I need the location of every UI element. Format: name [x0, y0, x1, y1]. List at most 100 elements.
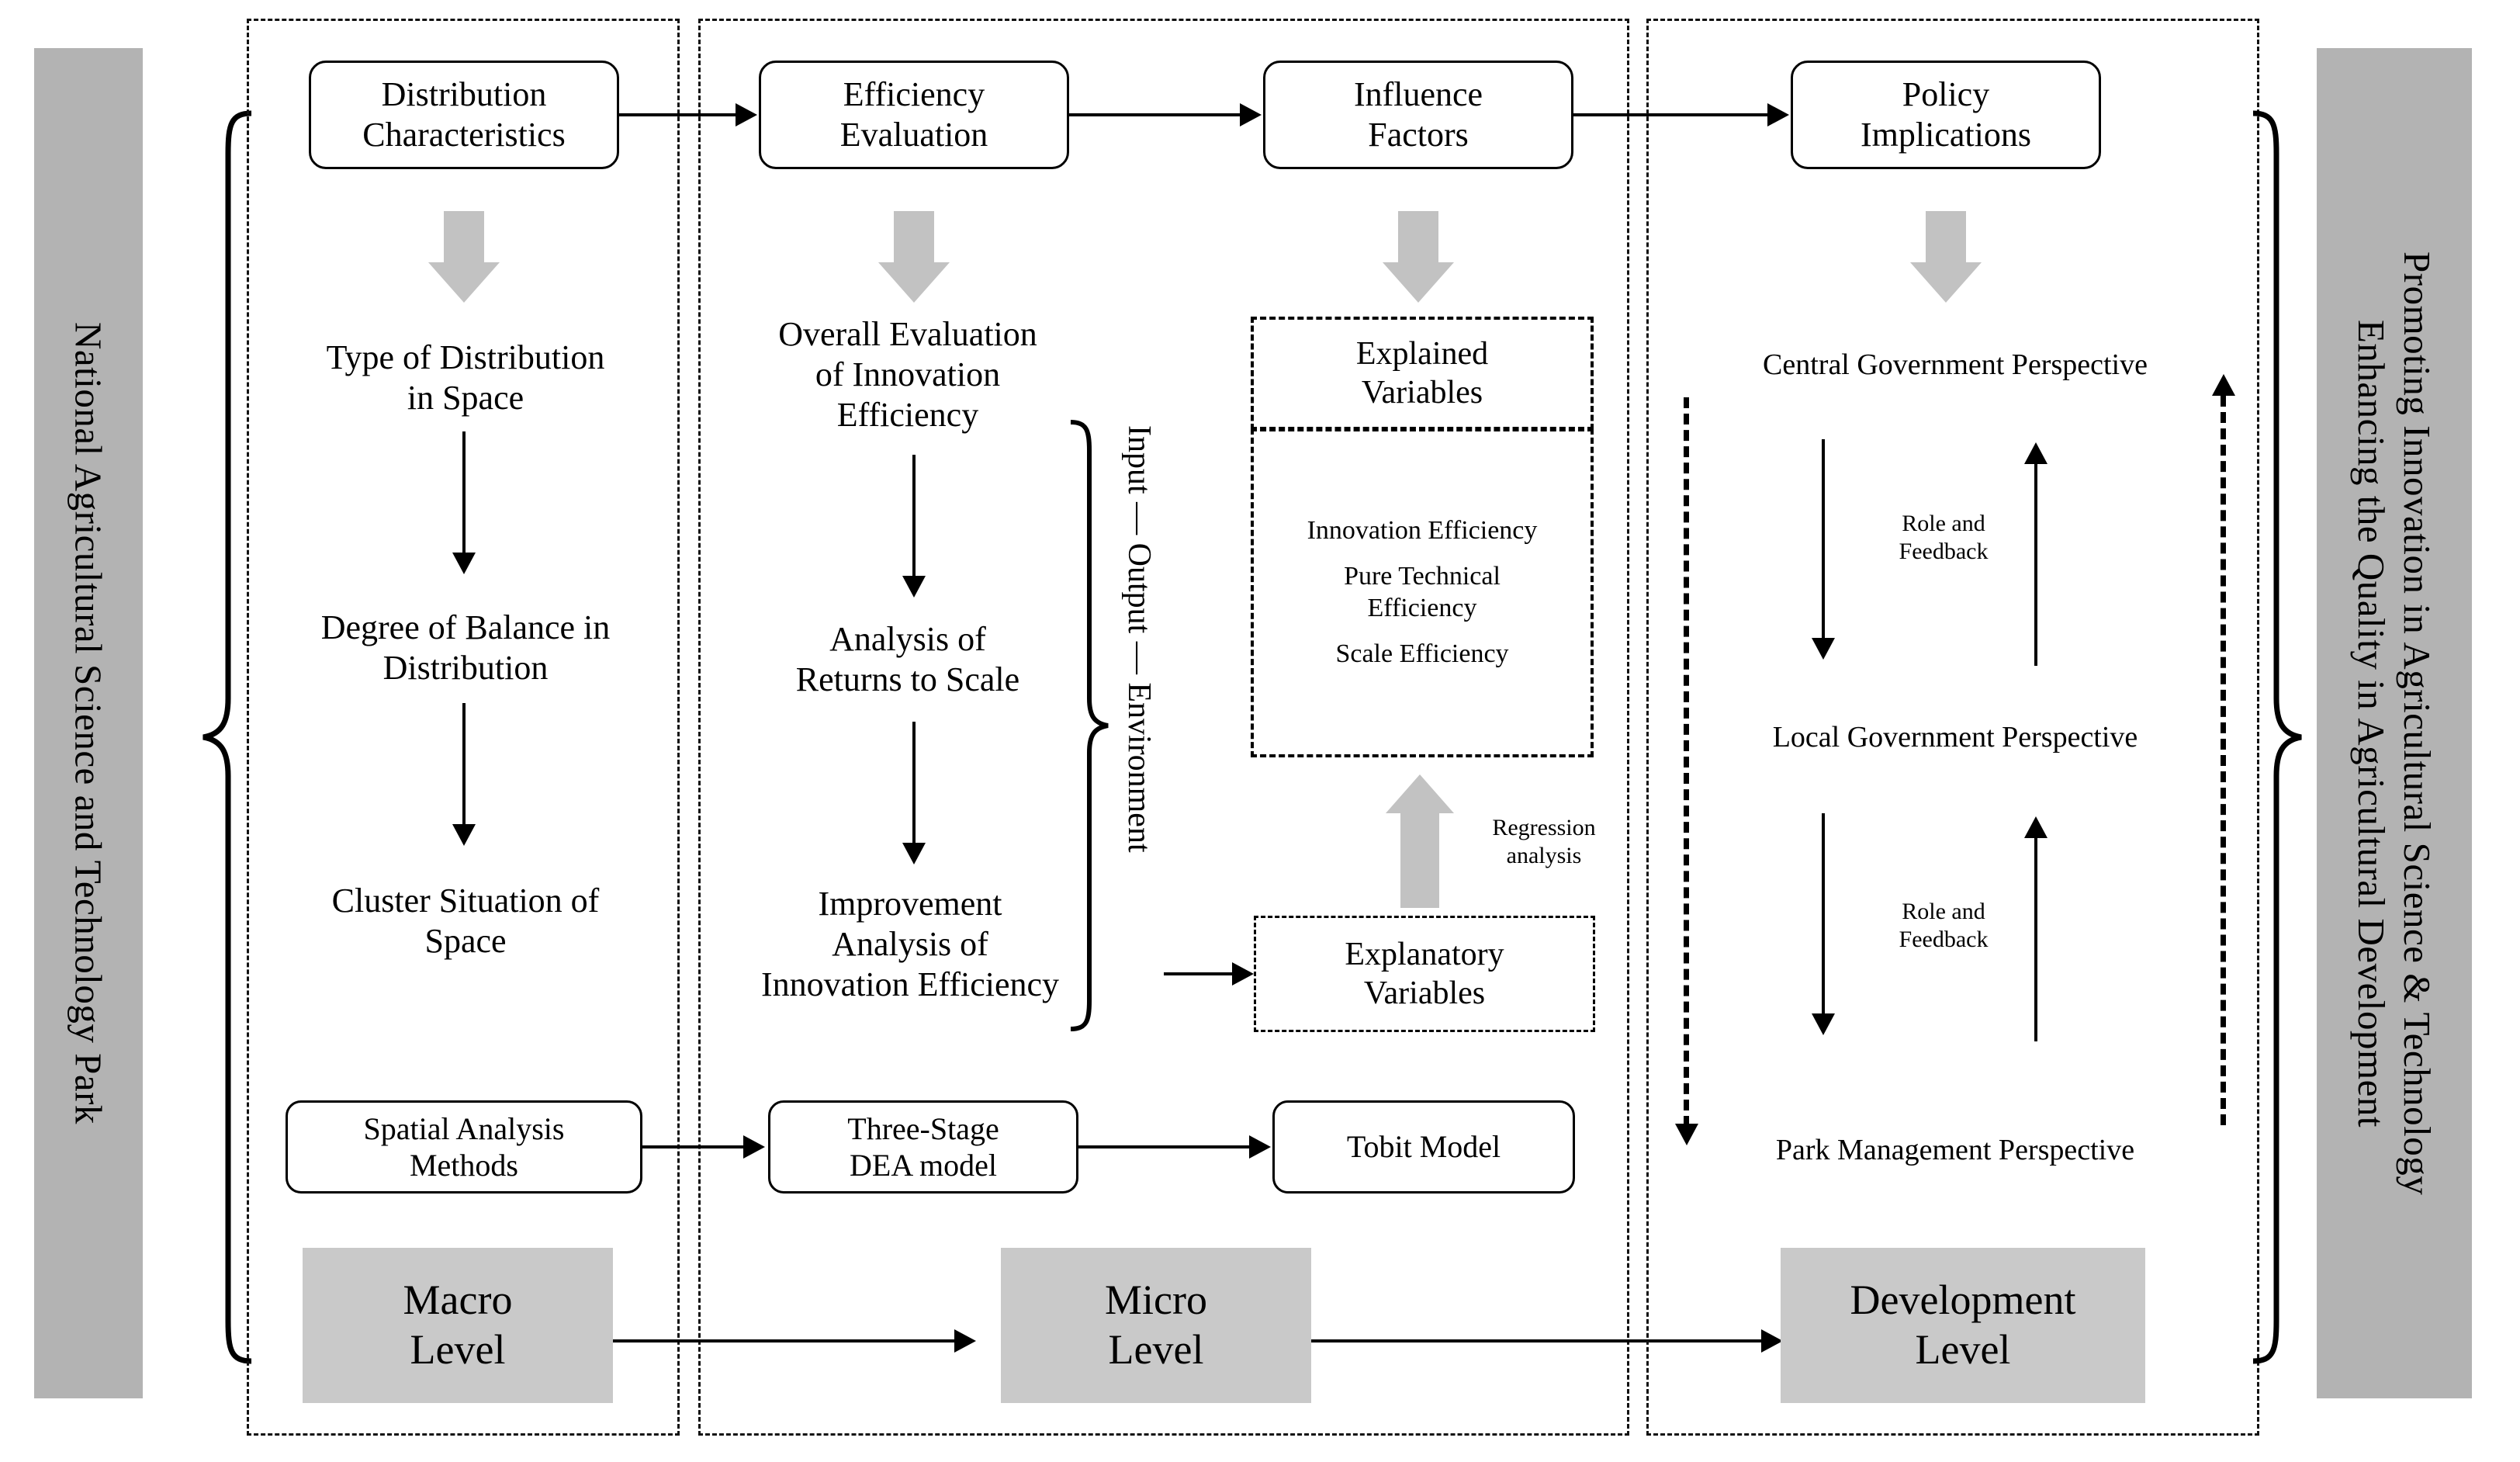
micro-to-explanatory-connector [1164, 972, 1232, 975]
gray-down-arrow-4 [1905, 211, 1987, 304]
box-micro-level: Micro Level [1001, 1248, 1311, 1403]
box-explanatory-variables-label: Explanatory Variables [1345, 936, 1504, 1011]
top-box-label: Efficiency Evaluation [839, 75, 988, 154]
box-micro-level-label: Micro Level [1105, 1277, 1207, 1373]
top-box-label: Influence Factors [1353, 75, 1483, 154]
gray-down-arrow-2 [873, 211, 955, 304]
policy-loop-right-arrowhead [2212, 374, 2235, 396]
box-development-level: Development Level [1781, 1248, 2145, 1403]
method-connector-1 [642, 1145, 743, 1148]
box-macro-level-label: Macro Level [403, 1277, 513, 1373]
level-connector-1 [613, 1339, 954, 1342]
micro-connector-2 [912, 722, 916, 846]
top-box-label: Distribution Characteristics [362, 75, 566, 154]
feedback-label-1: Role and Feedback [1854, 503, 2033, 573]
right-brace [2252, 110, 2302, 1364]
macro-connector-1 [462, 431, 466, 556]
regression-analysis-label: Regression analysis [1462, 809, 1625, 875]
panel-efficiency [698, 19, 1629, 1436]
explained-item-1: Innovation Efficiency [1307, 516, 1538, 546]
macro-step-1-label: Type of Distribution in Space [326, 338, 605, 417]
method-connector-2-arrowhead [1249, 1135, 1271, 1159]
box-explained-variables-title-label: Explained Variables [1355, 335, 1489, 411]
micro-step-3: Improvement Analysis of Innovation Effic… [704, 878, 1116, 1010]
gray-down-arrow-1 [423, 211, 505, 304]
top-box-influence-factors[interactable]: Influence Factors [1263, 61, 1573, 169]
top-box-policy-implications[interactable]: Policy Implications [1791, 61, 2101, 169]
perspective-park-management-label: Park Management Perspective [1775, 1133, 2135, 1166]
micro-connector-1 [912, 455, 916, 579]
perspective-central-government: Central Government Perspective [1660, 341, 2250, 388]
top-box-label: Policy Implications [1861, 75, 2031, 154]
top-connector-2 [1069, 113, 1240, 116]
feedback-down-arrow-1-head [1812, 638, 1835, 660]
perspective-central-government-label: Central Government Perspective [1763, 348, 2148, 381]
micro-connector-1-arrowhead [902, 576, 926, 598]
explained-item-3: Scale Efficiency [1335, 639, 1509, 668]
regression-analysis-text: Regression analysis [1492, 815, 1596, 868]
micro-step-1-label: Overall Evaluation of Innovation Efficie… [778, 315, 1037, 434]
macro-connector-2-arrowhead [452, 824, 476, 846]
box-explained-variables-list: Innovation Efficiency Pure Technical Eff… [1251, 428, 1594, 757]
top-connector-2-arrowhead [1240, 103, 1262, 126]
method-connector-1-arrowhead [743, 1135, 765, 1159]
box-tobit-model[interactable]: Tobit Model [1272, 1100, 1575, 1194]
feedback-up-arrow-1-head [2024, 442, 2048, 464]
feedback-down-arrow-1 [1822, 439, 1825, 641]
macro-step-2: Degree of Balance in Distribution [256, 605, 675, 691]
macro-connector-2 [462, 703, 466, 827]
box-explained-variables-title: Explained Variables [1251, 317, 1594, 430]
left-brace [202, 110, 252, 1364]
macro-step-1: Type of Distribution in Space [256, 335, 675, 421]
panel-policy [1646, 19, 2259, 1436]
top-box-distribution-characteristics[interactable]: Distribution Characteristics [309, 61, 619, 169]
top-box-efficiency-evaluation[interactable]: Efficiency Evaluation [759, 61, 1069, 169]
top-connector-1 [619, 113, 736, 116]
box-macro-level: Macro Level [303, 1248, 613, 1403]
feedback-down-arrow-2-head [1812, 1013, 1835, 1035]
box-explanatory-variables: Explanatory Variables [1254, 916, 1595, 1032]
macro-step-3: Cluster Situation of Space [256, 878, 675, 964]
micro-step-1: Overall Evaluation of Innovation Efficie… [714, 309, 1102, 441]
perspective-local-government-label: Local Government Perspective [1772, 720, 2138, 754]
box-spatial-analysis-methods-label: Spatial Analysis Methods [363, 1110, 565, 1183]
macro-connector-1-arrowhead [452, 553, 476, 574]
level-connector-1-arrowhead [954, 1329, 976, 1353]
top-connector-1-arrowhead [736, 103, 757, 126]
top-connector-3-arrowhead [1767, 103, 1789, 126]
box-tobit-model-label: Tobit Model [1346, 1129, 1501, 1165]
micro-brace [1070, 420, 1109, 1031]
explained-item-2: Pure Technical Efficiency [1344, 562, 1501, 622]
method-connector-2 [1078, 1145, 1249, 1148]
left-banner: National Agricultural Science and Techno… [34, 48, 143, 1398]
right-banner-line-2: Enhancing the Quality in Agricultural De… [2350, 319, 2393, 1128]
right-banner-line-1: Promoting Innovation in Agricultural Sci… [2396, 251, 2439, 1196]
top-connector-3 [1573, 113, 1767, 116]
perspective-local-government: Local Government Perspective [1660, 714, 2250, 760]
feedback-up-arrow-2 [2034, 838, 2037, 1041]
macro-step-3-label: Cluster Situation of Space [331, 882, 600, 960]
box-three-stage-dea-model[interactable]: Three-Stage DEA model [768, 1100, 1078, 1194]
policy-loop-left-dashed [1684, 397, 1689, 1127]
level-connector-2-arrowhead [1761, 1329, 1783, 1353]
gray-up-arrow-regression [1381, 774, 1459, 908]
panel-distribution [247, 19, 680, 1436]
feedback-up-arrow-2-head [2024, 816, 2048, 838]
level-connector-2 [1311, 1339, 1761, 1342]
feedback-label-2: Role and Feedback [1854, 891, 2033, 961]
policy-loop-right-dashed [2221, 396, 2226, 1125]
box-spatial-analysis-methods[interactable]: Spatial Analysis Methods [286, 1100, 642, 1194]
feedback-label-2-text: Role and Feedback [1899, 899, 1989, 952]
gray-down-arrow-3 [1377, 211, 1459, 304]
micro-step-2-label: Analysis of Returns to Scale [795, 620, 1020, 698]
box-development-level-label: Development Level [1850, 1277, 2076, 1373]
feedback-down-arrow-2 [1822, 813, 1825, 1017]
micro-step-2: Analysis of Returns to Scale [714, 613, 1102, 706]
macro-step-2-label: Degree of Balance in Distribution [320, 608, 611, 687]
io-environment-label: Input — Output — Environment [1120, 425, 1158, 853]
box-three-stage-dea-model-label: Three-Stage DEA model [847, 1110, 999, 1183]
micro-step-3-label: Improvement Analysis of Innovation Effic… [760, 885, 1060, 1003]
left-banner-text: National Agricultural Science and Techno… [67, 322, 110, 1124]
micro-to-explanatory-arrowhead [1232, 962, 1254, 986]
